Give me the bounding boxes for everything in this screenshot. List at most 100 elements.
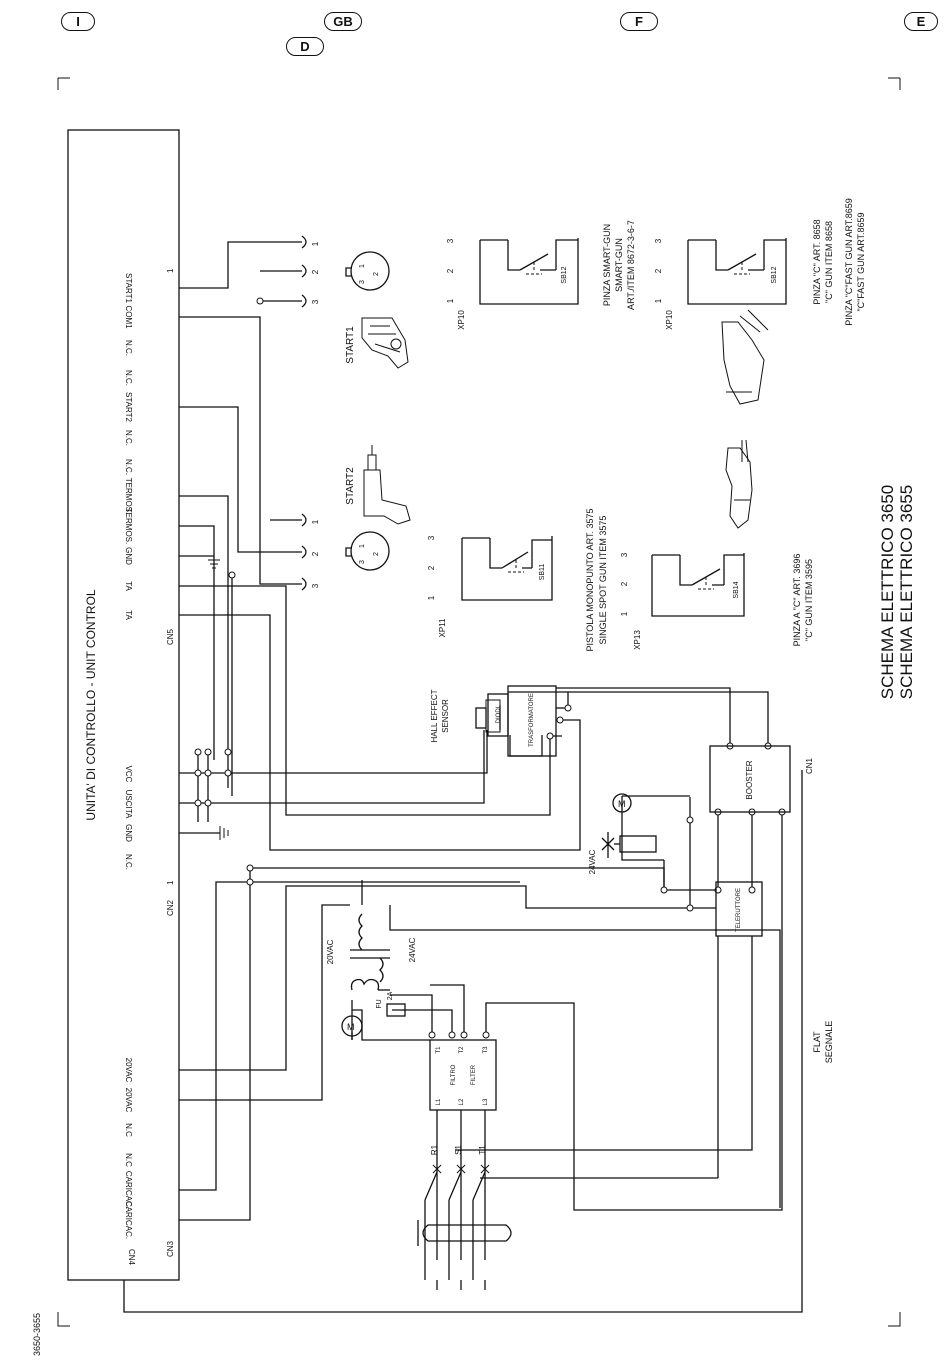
pin-label: USCITA [124,790,133,819]
connector-digit: 1 [359,264,366,268]
caption-line: SMART-GUN [614,238,624,292]
cn5-label: CN5 [166,628,175,645]
pin-label: TA [124,581,133,591]
pin-label: GND [124,547,133,565]
pin-label: 20VAC [124,1058,133,1083]
start2-pins: 1 2 3 1 2 3 START2 [301,445,411,591]
pin-label: VCC [124,766,133,783]
cn3-pins: 20VAC 20VAC N.C N.C CARICAC. CARICAC. [124,1058,133,1240]
pin-label: N.C. [124,854,133,870]
fan-motor: M [612,793,632,813]
cn2-label: CN2 [166,899,175,916]
caption-line: "C" GUN ITEM 8658 [824,221,834,303]
pin-number: 3 [654,238,663,243]
pin-label: N.C [124,1123,133,1137]
flat-line: SEGNALE [824,1021,834,1064]
language-badge-e: E [904,12,938,31]
c-gun-caption: PINZA "C" ART. 8658 "C" GUN ITEM 8658 PI… [812,198,866,326]
pin-label: TA [124,610,133,620]
ground-symbol [219,826,229,840]
fuse: FU 2A [376,991,406,1017]
fuse-line: FU [376,999,383,1008]
spot-gun-image [363,445,411,525]
pin-label: N.C. [124,370,133,386]
filter-line: FILTRO [451,1064,457,1085]
v24-label: 24VAC [408,937,417,962]
pin-number: 1 [427,595,436,600]
control-unit: UNITA' DI CONTROLLO - UNIT CONTROL CN5 1… [67,129,180,1281]
mains-phase: T1 [478,1145,487,1155]
pin-number: 1 [654,298,663,303]
gun-image [361,317,409,369]
motor-label: M [347,1022,355,1032]
cn1-label: CN1 [805,757,814,774]
xp-label: XP10 [665,310,674,330]
pin-label: START2 [124,392,133,422]
hall-line: SENSOR [441,699,450,733]
c3696-caption: PINZA A "C" ART. 3696 "C" GUN ITEM 3595 [792,554,814,647]
v20-label: 20VAC [326,939,335,964]
teleruttore-block: TELERUTTORE [715,881,763,937]
mains-labels: R1 S1 T1 [430,1144,490,1174]
filter-block: FILTRO FILTER L1 L2 L3 T1 T2 T3 [429,1039,497,1111]
junctions [194,297,786,1039]
connector-digit: 2 [373,272,380,276]
caption-line: SINGLE SPOT GUN ITEM 3575 [598,516,608,645]
pin-number: 2 [620,581,629,586]
cn5-pins: START1 COM1 N.C. N.C. START2 N.C. N.C. T… [124,273,133,620]
pin-number: 3 [446,238,455,243]
booster-label: BOOSTER [745,760,754,799]
switch-label: SB12 [771,266,778,283]
pin-label: GND [124,824,133,842]
cn4-label: CN4 [127,1249,136,1266]
cable-clamp [417,1220,512,1246]
start2-label: START2 [345,467,356,505]
caption-line: "C"FAST GUN ART.8659 [856,212,866,311]
trasformatore-block: TRASFORMATORE [507,685,557,757]
connector-digit: 3 [359,280,366,284]
pin-number: 1 [311,241,320,246]
caption-line: PINZA SMART-GUN [602,224,612,306]
title-line: SCHEMA ELETTRICO 3655 [897,485,916,699]
caption-line: PINZA "C"FAST GUN ART.8659 [844,198,854,326]
filter-pin: T2 [459,1046,465,1054]
unit-title: UNITA' DI CONTROLLO - UNIT CONTROL [84,589,98,821]
mains-phase: R1 [430,1144,439,1155]
valve-voltage: 24VAC [588,849,597,874]
xp11-single-spot: XP11 1 2 3 SB11 [427,535,553,638]
crop-marks [57,77,901,1327]
pin-number: 2 [446,268,455,273]
pin-number: 2 [311,269,320,274]
caption-line: "C" GUN ITEM 3595 [804,559,814,641]
pin-number: 1 [311,519,320,524]
pin-label: COM1 [124,305,133,329]
filter-pin: T3 [483,1046,489,1054]
title-line: SCHEMA ELETTRICO 3650 [878,485,897,699]
language-badge-gb: GB [324,12,362,31]
pin-number: 3 [427,535,436,540]
pin-label: CARICAC. [124,1171,133,1209]
pin-label: N.C [124,1153,133,1167]
pin-number: 2 [427,565,436,570]
caption-line: PINZA "C" ART. 8658 [812,219,822,304]
caption-line: PISTOLA MONOPUNTO ART. 3575 [585,508,595,651]
pin-label: 20VAC [124,1088,133,1113]
single-spot-caption: PISTOLA MONOPUNTO ART. 3575 SINGLE SPOT … [585,508,608,651]
pin-number: 3 [311,583,320,588]
connector-digit: 1 [359,544,366,548]
ground-symbol [208,556,220,569]
xp10-smart-gun: XP10 1 2 3 SB12 [446,238,579,330]
start1-pins: 1 2 3 1 2 3 START1 [301,235,409,369]
pin-number: 1 [446,298,455,303]
language-badge-i: I [61,12,95,31]
xp-label: XP11 [438,618,447,638]
solenoid-valve [601,832,657,858]
pin-label: CARICAC. [124,1201,133,1239]
cn5-pin1: 1 [166,268,175,273]
caption-line: ART./ITEM 8672-3-6-7 [626,220,636,310]
language-badge-d: D [286,37,324,56]
hall-line: HALL EFFECT [430,689,439,742]
connector-digit: 2 [373,552,380,556]
pin-label: N.C. [124,430,133,446]
pin-label: START1 [124,273,133,303]
